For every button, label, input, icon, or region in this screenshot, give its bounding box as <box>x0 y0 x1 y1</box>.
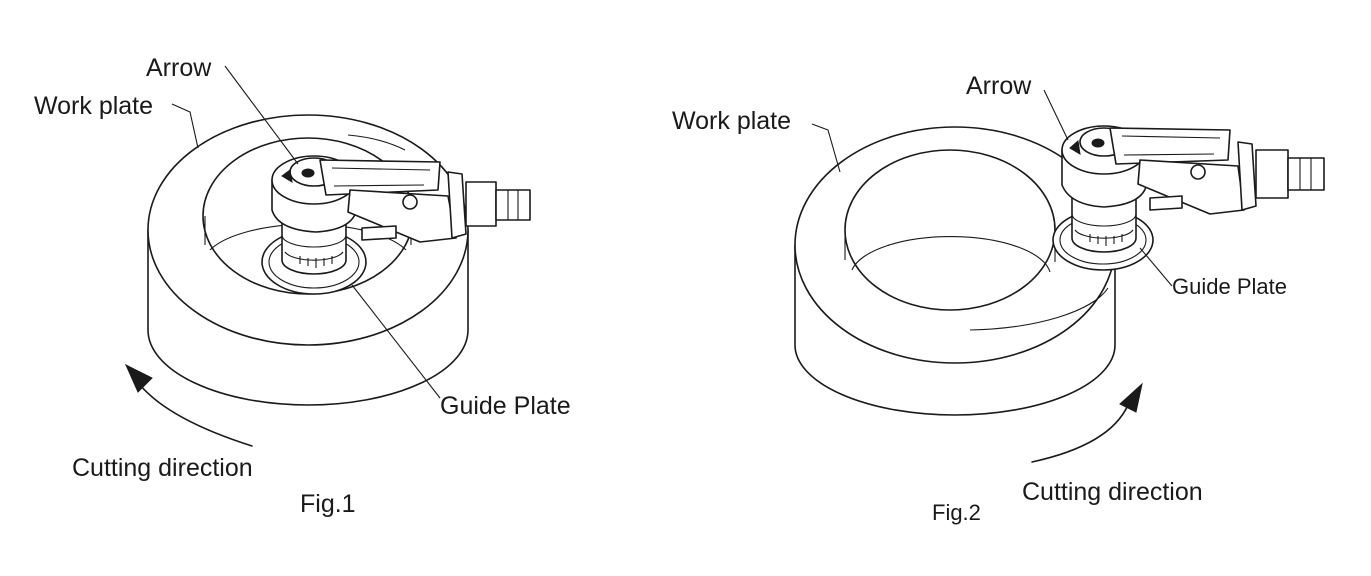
fig2-cutting-arrow <box>1031 382 1143 463</box>
fig1-tool <box>271 155 531 275</box>
fig1-arrow-mark <box>281 169 293 183</box>
fig1-guide-plate-label: Guide Plate <box>440 392 571 420</box>
fig1-caption: Fig.1 <box>300 490 356 518</box>
fig2-arrow-label: Arrow <box>966 72 1032 100</box>
fig1-tick-marks <box>299 256 333 268</box>
fig1-work-plate-label: Work plate <box>34 92 153 120</box>
fig2-tick-marks <box>1089 234 1123 246</box>
fig2-work-plate-label: Work plate <box>672 107 791 135</box>
fig2-leaders <box>811 89 1173 287</box>
fig2-caption: Fig.2 <box>932 500 981 525</box>
fig1-cutting-direction-label: Cutting direction <box>72 454 253 482</box>
fig2-arrow-mark <box>1069 140 1081 155</box>
fig1-arrow-label: Arrow <box>146 54 212 82</box>
fig2-cutting-direction-label: Cutting direction <box>1022 478 1203 506</box>
fig1-leaders <box>171 65 441 399</box>
fig2-guide-plate-label: Guide Plate <box>1172 274 1287 299</box>
fig2-tool <box>1061 125 1325 253</box>
figure-1: Arrow Work plate Guide Plate Cutting dir… <box>34 54 571 518</box>
figure-2: Arrow Work plate Guide Plate Cutting dir… <box>672 72 1325 525</box>
fig1-cutting-arrow <box>124 363 253 447</box>
fig2-work-plate <box>794 126 1116 416</box>
